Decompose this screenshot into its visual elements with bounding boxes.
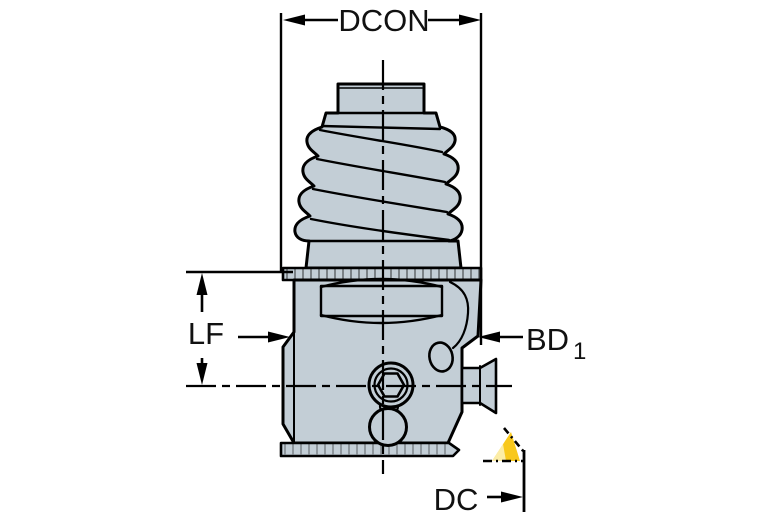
lf-label: LF xyxy=(188,316,224,351)
threaded-shank xyxy=(293,82,464,270)
lf-dimension xyxy=(186,270,293,385)
bottom-band xyxy=(279,441,461,458)
insert-seat-contour xyxy=(448,280,470,350)
lower-hole xyxy=(368,407,408,447)
insert-triangle-icon xyxy=(483,427,525,463)
tool-body xyxy=(279,266,498,458)
bd1-label: BD xyxy=(526,322,569,357)
centerlines xyxy=(186,60,512,474)
side-hole xyxy=(428,341,454,373)
lf-arrow-up xyxy=(196,273,208,295)
insert-triangle-highlight xyxy=(492,444,506,461)
flange-serration xyxy=(286,268,480,280)
dcon-label: DCON xyxy=(338,3,429,38)
bd1-dimension xyxy=(238,331,523,343)
bd1-arrow-right-side xyxy=(478,331,500,343)
bottom-band-serration xyxy=(284,443,446,455)
bd1-arrow-left-side xyxy=(268,331,290,343)
dcon-arrow-right xyxy=(459,14,481,26)
body-window xyxy=(319,277,444,325)
thread-ridge-lines xyxy=(307,87,460,243)
dc-dimension xyxy=(487,450,526,512)
dcon-arrow-left xyxy=(283,14,305,26)
dcon-dimension xyxy=(279,13,483,345)
dc-label: DC xyxy=(434,482,479,517)
insert-edge-dashline xyxy=(503,427,525,453)
shank-silhouette xyxy=(293,82,464,270)
lf-arrow-down xyxy=(196,363,208,385)
bd1-subscript: 1 xyxy=(573,338,586,365)
dc-arrow xyxy=(501,491,523,503)
